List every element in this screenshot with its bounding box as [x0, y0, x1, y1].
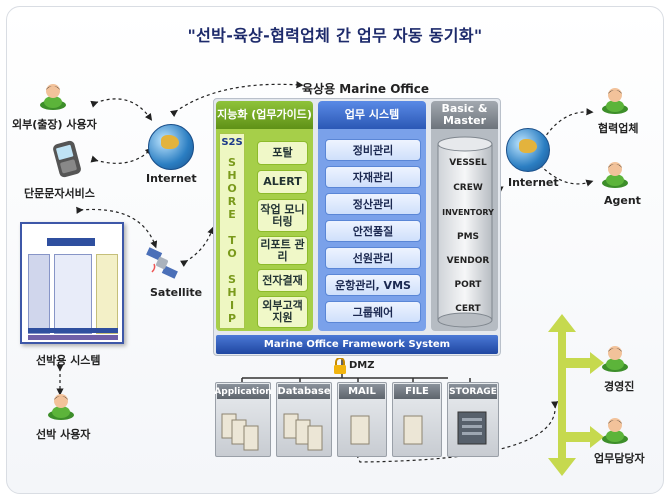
- sms-label: 단문문자서비스: [24, 187, 95, 200]
- work-item-settlement: 정산관리: [325, 193, 421, 215]
- outside-user-label: 외부(출장) 사용자: [12, 118, 97, 131]
- shore-to-ship-letter: O: [227, 247, 237, 260]
- shore-to-ship-letter: H: [227, 286, 237, 299]
- link-agent: [534, 159, 594, 187]
- ship-user-icon: [48, 394, 74, 420]
- server-application-label: Application: [214, 384, 272, 399]
- master-database-cylinder: [437, 136, 493, 328]
- executives-icon: [602, 346, 628, 372]
- executives-label: 경영진: [604, 380, 635, 393]
- smart-item-e-approval: 전자결재: [257, 269, 308, 292]
- internet-left-label: Internet: [146, 172, 197, 185]
- partner-company-label: 협력업체: [598, 122, 639, 135]
- work-system-header: 업무 시스템: [318, 101, 426, 129]
- smart-item-external-support: 외부고객 지원: [257, 296, 308, 328]
- master-item-inventory: INVENTORY: [442, 208, 494, 217]
- work-item-groupware: 그룹웨어: [325, 301, 421, 323]
- marine-office-label: 육상용 Marine Office: [302, 82, 430, 96]
- shore-to-ship-letter: T: [228, 234, 236, 247]
- staff-icon: [602, 418, 628, 444]
- ship-system-thumbnail: [20, 222, 124, 344]
- server-database-label: Database: [277, 384, 331, 399]
- staff-label: 업무담당자: [594, 452, 645, 465]
- agent-label: Agent: [604, 194, 641, 207]
- framework-bar: Marine Office Framework System: [216, 335, 498, 354]
- master-item-vendor: VENDOR: [446, 256, 490, 266]
- mobile-phone-icon: [53, 140, 81, 178]
- shore-to-ship-letter: S: [228, 273, 236, 286]
- master-item-port: PORT: [454, 280, 482, 290]
- master-item-vessel: VESSEL: [449, 158, 487, 168]
- link-internet-top: [169, 81, 304, 118]
- basic-master-header: Basic & Master: [431, 101, 498, 129]
- diagram-title: "선박-육상-협력업체 간 업무 자동 동기화": [187, 26, 483, 45]
- s2s-strip: [219, 133, 245, 329]
- server-mail-label: MAIL: [339, 384, 385, 399]
- smart-item-portal: 포탈: [257, 141, 308, 165]
- s2s-label: S2S: [221, 137, 243, 148]
- shore-to-ship-letter: R: [227, 195, 237, 208]
- satellite-label: Satellite: [150, 286, 203, 299]
- shore-to-ship-letter: I: [229, 299, 235, 312]
- link-ship-satellite: [76, 206, 158, 249]
- shore-to-ship-letter: O: [227, 182, 237, 195]
- work-item-safety-quality: 안전품질: [325, 220, 421, 242]
- outside-user-icon: [40, 84, 66, 110]
- internet-globe-right-icon: [506, 128, 550, 172]
- ship-system-label: 선박용 시스템: [36, 354, 101, 367]
- work-item-operation-vms: 운항관리, VMS: [325, 274, 421, 296]
- smart-item-report-management: 리포트 관리: [257, 236, 308, 265]
- smart-item-work-monitoring: 작업 모니터링: [257, 199, 308, 232]
- internet-right-label: Internet: [508, 176, 559, 189]
- master-item-crew: CREW: [453, 183, 483, 193]
- lock-icon: [334, 358, 346, 374]
- agent-icon: [602, 162, 628, 188]
- shore-to-ship-letter: H: [227, 169, 237, 182]
- ship-user-label: 선박 사용자: [36, 428, 91, 441]
- master-item-cert: CERT: [455, 304, 481, 314]
- partner-company-icon: [602, 88, 628, 114]
- link-sms-internet: [90, 147, 153, 164]
- dmz-label: DMZ: [349, 360, 375, 371]
- shore-to-ship-letter: P: [227, 312, 237, 325]
- link-bottom: [342, 401, 559, 463]
- shore-to-ship-letter: E: [228, 208, 236, 221]
- smart-column-header: 지능화 (업무가이드): [216, 101, 313, 129]
- satellite-icon: [146, 247, 178, 279]
- work-item-crew-management: 선원관리: [325, 247, 421, 269]
- work-item-maintenance: 정비관리: [325, 139, 421, 161]
- internet-globe-left-icon: [148, 124, 194, 170]
- master-item-pms: PMS: [456, 232, 480, 242]
- link-user-internet: [90, 98, 153, 121]
- work-item-materials: 자재관리: [325, 166, 421, 188]
- smart-item-alert: ALERT: [257, 170, 308, 194]
- server-storage-label: STORAGE: [449, 384, 497, 399]
- server-file-label: FILE: [394, 384, 440, 399]
- shore-to-ship-letter: S: [228, 156, 236, 169]
